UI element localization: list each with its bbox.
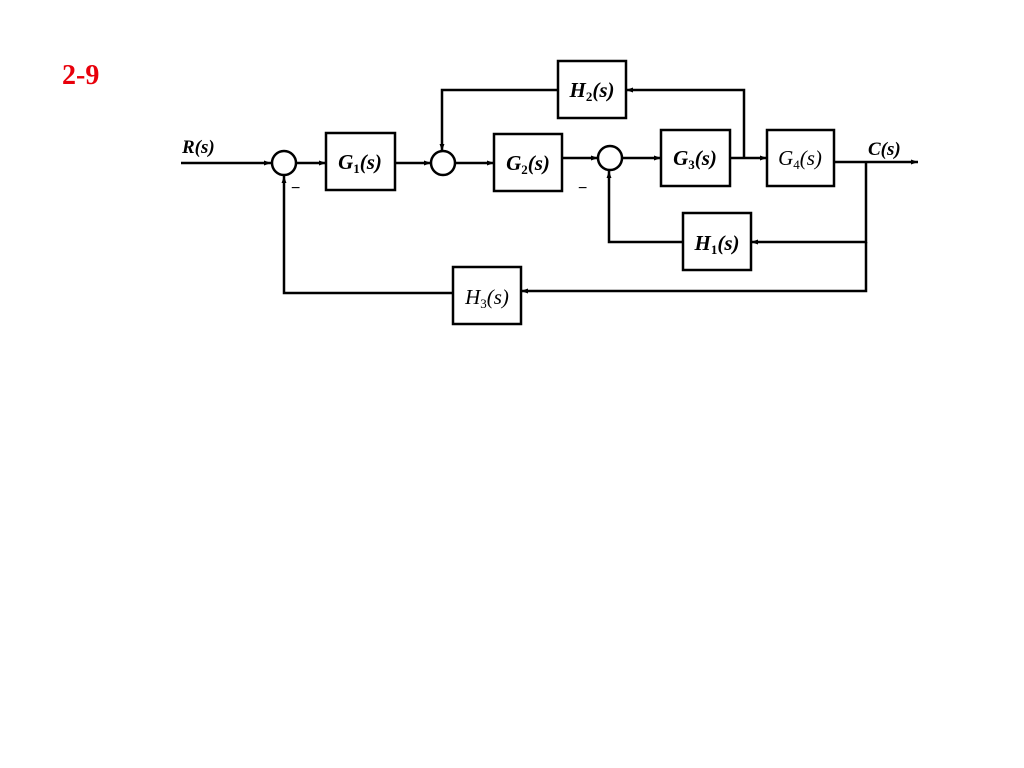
block-h2-label: H2(s) xyxy=(568,78,614,104)
sum3-minus-sign: − xyxy=(578,180,587,197)
output-signal-label: C(s) xyxy=(868,139,901,160)
problem-number: 2-9 xyxy=(62,60,100,91)
block-h1-label: H1(s) xyxy=(693,231,739,257)
h1-to-sum3-line xyxy=(606,171,683,244)
h2-pickoff-line xyxy=(626,87,746,158)
block-h2 xyxy=(556,59,628,120)
block-g3-label: G3(s) xyxy=(673,146,717,172)
h3-to-sum1-line xyxy=(281,176,453,295)
block-g3 xyxy=(659,128,732,188)
h3-pickoff-line xyxy=(521,242,868,294)
h2-to-sum2-line xyxy=(439,88,558,151)
input-signal-label: R(s) xyxy=(181,137,215,158)
summing-junction-3 xyxy=(596,144,624,172)
block-h3 xyxy=(451,265,523,326)
block-g4 xyxy=(765,128,836,188)
block-g2 xyxy=(492,132,564,193)
sum1-minus-sign: − xyxy=(291,180,300,197)
summing-junction-1 xyxy=(270,149,298,177)
block-g1 xyxy=(324,131,397,192)
summing-junction-2 xyxy=(429,149,457,177)
block-g2-label: G2(s) xyxy=(506,151,550,177)
block-h3-label: H3(s) xyxy=(464,285,509,311)
block-g4-label: G4(s) xyxy=(778,146,822,172)
block-h1 xyxy=(681,211,753,272)
block-g1-label: G1(s) xyxy=(338,150,382,176)
